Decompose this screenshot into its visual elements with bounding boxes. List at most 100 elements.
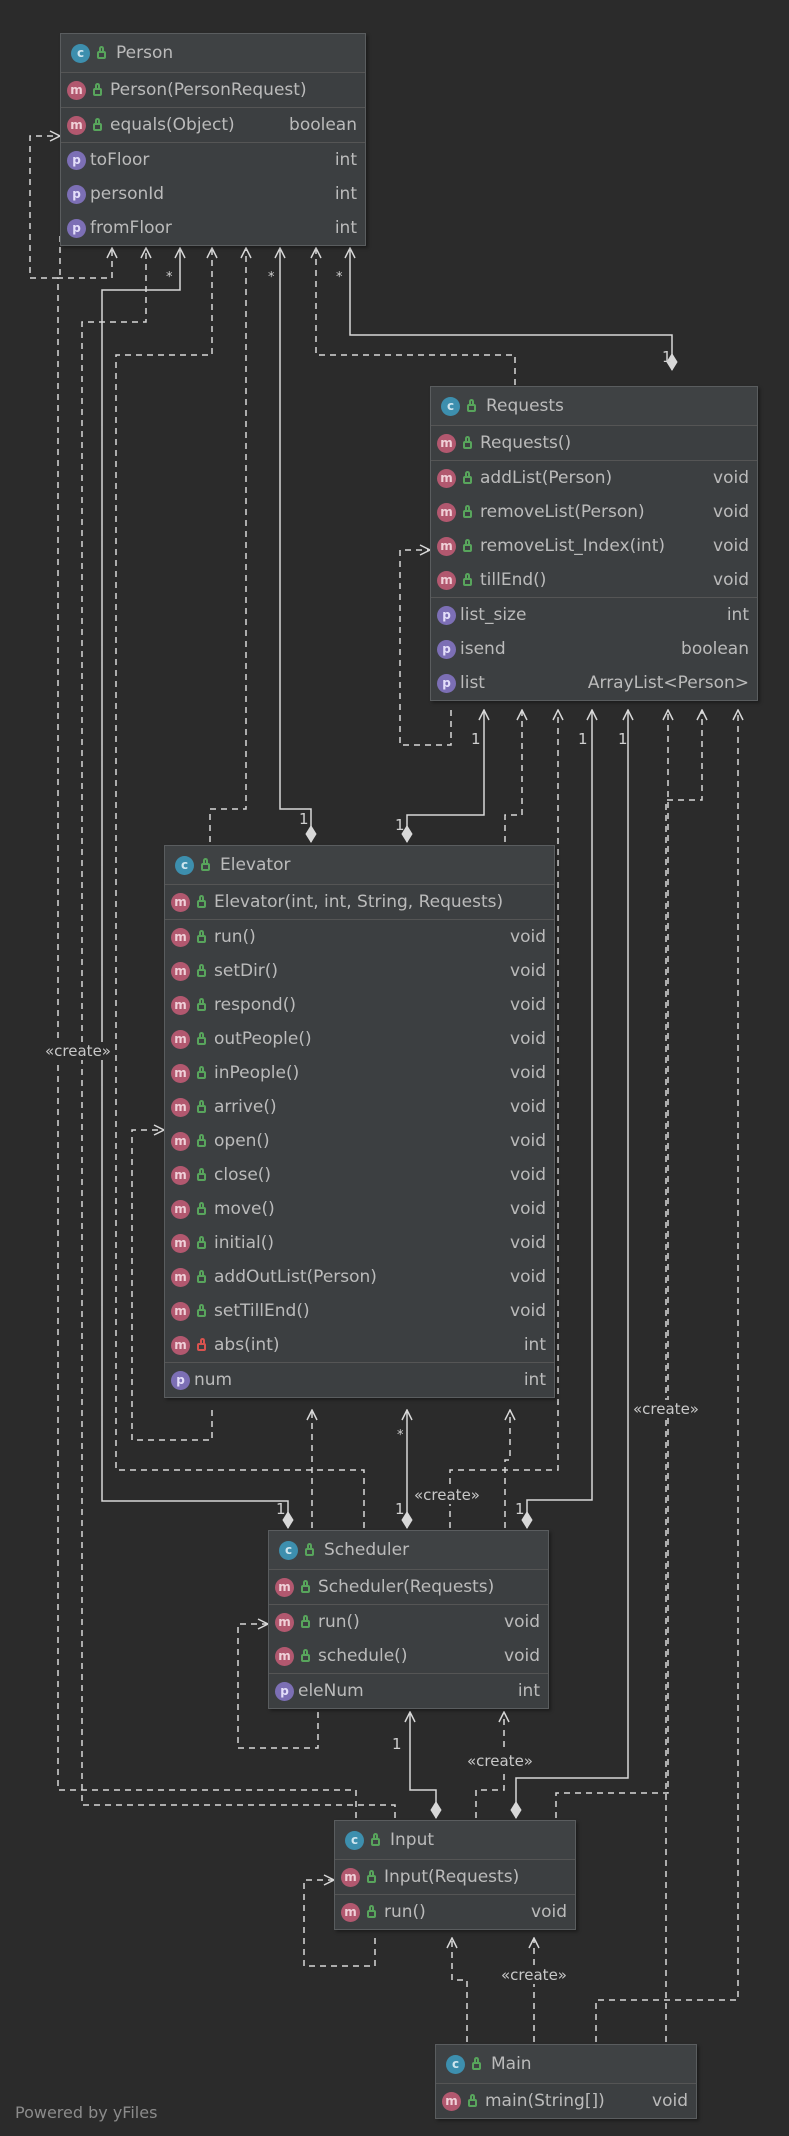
public-lock-icon [472,2057,481,2070]
mult-requests-1: 1 [471,730,481,748]
class-icon: c [279,1540,298,1560]
method-icon: m [171,1335,190,1355]
mult-elevator-person: 1 [299,810,309,828]
public-lock-icon [197,930,206,943]
person-prop-fromfloor[interactable]: p fromFloor int [61,211,365,245]
class-main-header: c Main [436,2045,696,2084]
class-elevator-header: c Elevator [165,846,554,885]
requests-method-addlist[interactable]: m addList(Person) void [431,461,757,495]
method-icon: m [171,1131,190,1151]
mult-star-3: * [336,270,343,285]
person-prop-personid[interactable]: p personId int [61,177,365,211]
mult-scheduler-3: 1 [515,1500,525,1518]
method-icon: m [437,570,456,590]
elevator-prop-num[interactable]: p num int [165,1363,554,1397]
method-icon: m [171,927,190,947]
method-icon: m [437,502,456,522]
method-icon: m [171,1165,190,1185]
edge-input-requests-agg [516,710,628,1818]
edge-label-create-right: «create» [632,1400,700,1418]
person-prop-tofloor[interactable]: p toFloor int [61,143,365,177]
class-requests-header: c Requests [431,387,757,426]
public-lock-icon [93,118,102,131]
requests-prop-list[interactable]: p list ArrayList<Person> [431,666,757,700]
scheduler-prop-elenum[interactable]: p eleNum int [269,1674,548,1708]
edge-elevator-self [131,1130,213,1441]
property-icon: p [171,1370,190,1390]
public-lock-icon [197,1270,206,1283]
public-lock-icon [301,1580,310,1593]
public-lock-icon [197,895,206,908]
edge-elevator-requests-agg [407,710,484,842]
property-icon: p [437,605,456,625]
public-lock-icon [305,1543,314,1556]
edge-scheduler-person [101,248,288,1528]
private-lock-icon [197,1338,206,1351]
elevator-constructor[interactable]: m Elevator(int, int, String, Requests) [165,885,554,919]
requests-method-tillend[interactable]: m tillEnd() void [431,563,757,597]
class-person[interactable]: c Person m Person(PersonRequest) m equal… [60,33,366,246]
public-lock-icon [463,505,472,518]
method-icon: m [171,1267,190,1287]
mult-elevator-requests: 1 [395,816,405,834]
public-lock-icon [301,1649,310,1662]
method-icon: m [171,1199,190,1219]
method-icon: m [171,1233,190,1253]
property-icon: p [67,184,86,204]
public-lock-icon [468,2094,477,2107]
method-icon: m [275,1646,294,1666]
property-icon: p [437,673,456,693]
class-elevator[interactable]: c Elevator m Elevator(int, int, String, … [164,845,555,1398]
method-icon: m [275,1577,294,1597]
class-requests[interactable]: c Requests m Requests() m addList(Person… [430,386,758,701]
input-constructor[interactable]: m Input(Requests) [335,1860,575,1894]
requests-method-removelist-index[interactable]: m removeList_Index(int) void [431,529,757,563]
edge-scheduler-self [237,1624,319,1749]
requests-prop-list-size[interactable]: p list_size int [431,598,757,632]
person-constructor[interactable]: m Person(PersonRequest) [61,73,365,107]
method-icon: m [171,1097,190,1117]
method-icon: m [171,1029,190,1049]
public-lock-icon [197,1168,206,1181]
public-lock-icon [97,46,106,59]
public-lock-icon [197,964,206,977]
edge-input-requests-dep [555,710,668,1818]
class-icon: c [441,396,460,416]
public-lock-icon [197,998,206,1011]
method-icon: m [171,995,190,1015]
edge-elevator-person-dep [209,248,246,842]
requests-method-removelist[interactable]: m removeList(Person) void [431,495,757,529]
class-scheduler-header: c Scheduler [269,1531,548,1570]
edge-input-scheduler-create [475,1712,504,1818]
requests-prop-isend[interactable]: p isend boolean [431,632,757,666]
method-icon: m [341,1867,360,1887]
public-lock-icon [197,1236,206,1249]
person-method-equals[interactable]: m equals(Object) boolean [61,108,365,142]
edge-label-create-elevator: «create» [413,1486,481,1504]
requests-constructor[interactable]: m Requests() [431,426,757,460]
public-lock-icon [197,1304,206,1317]
public-lock-icon [367,1905,376,1918]
public-lock-icon [463,539,472,552]
scheduler-constructor[interactable]: m Scheduler(Requests) [269,1570,548,1604]
